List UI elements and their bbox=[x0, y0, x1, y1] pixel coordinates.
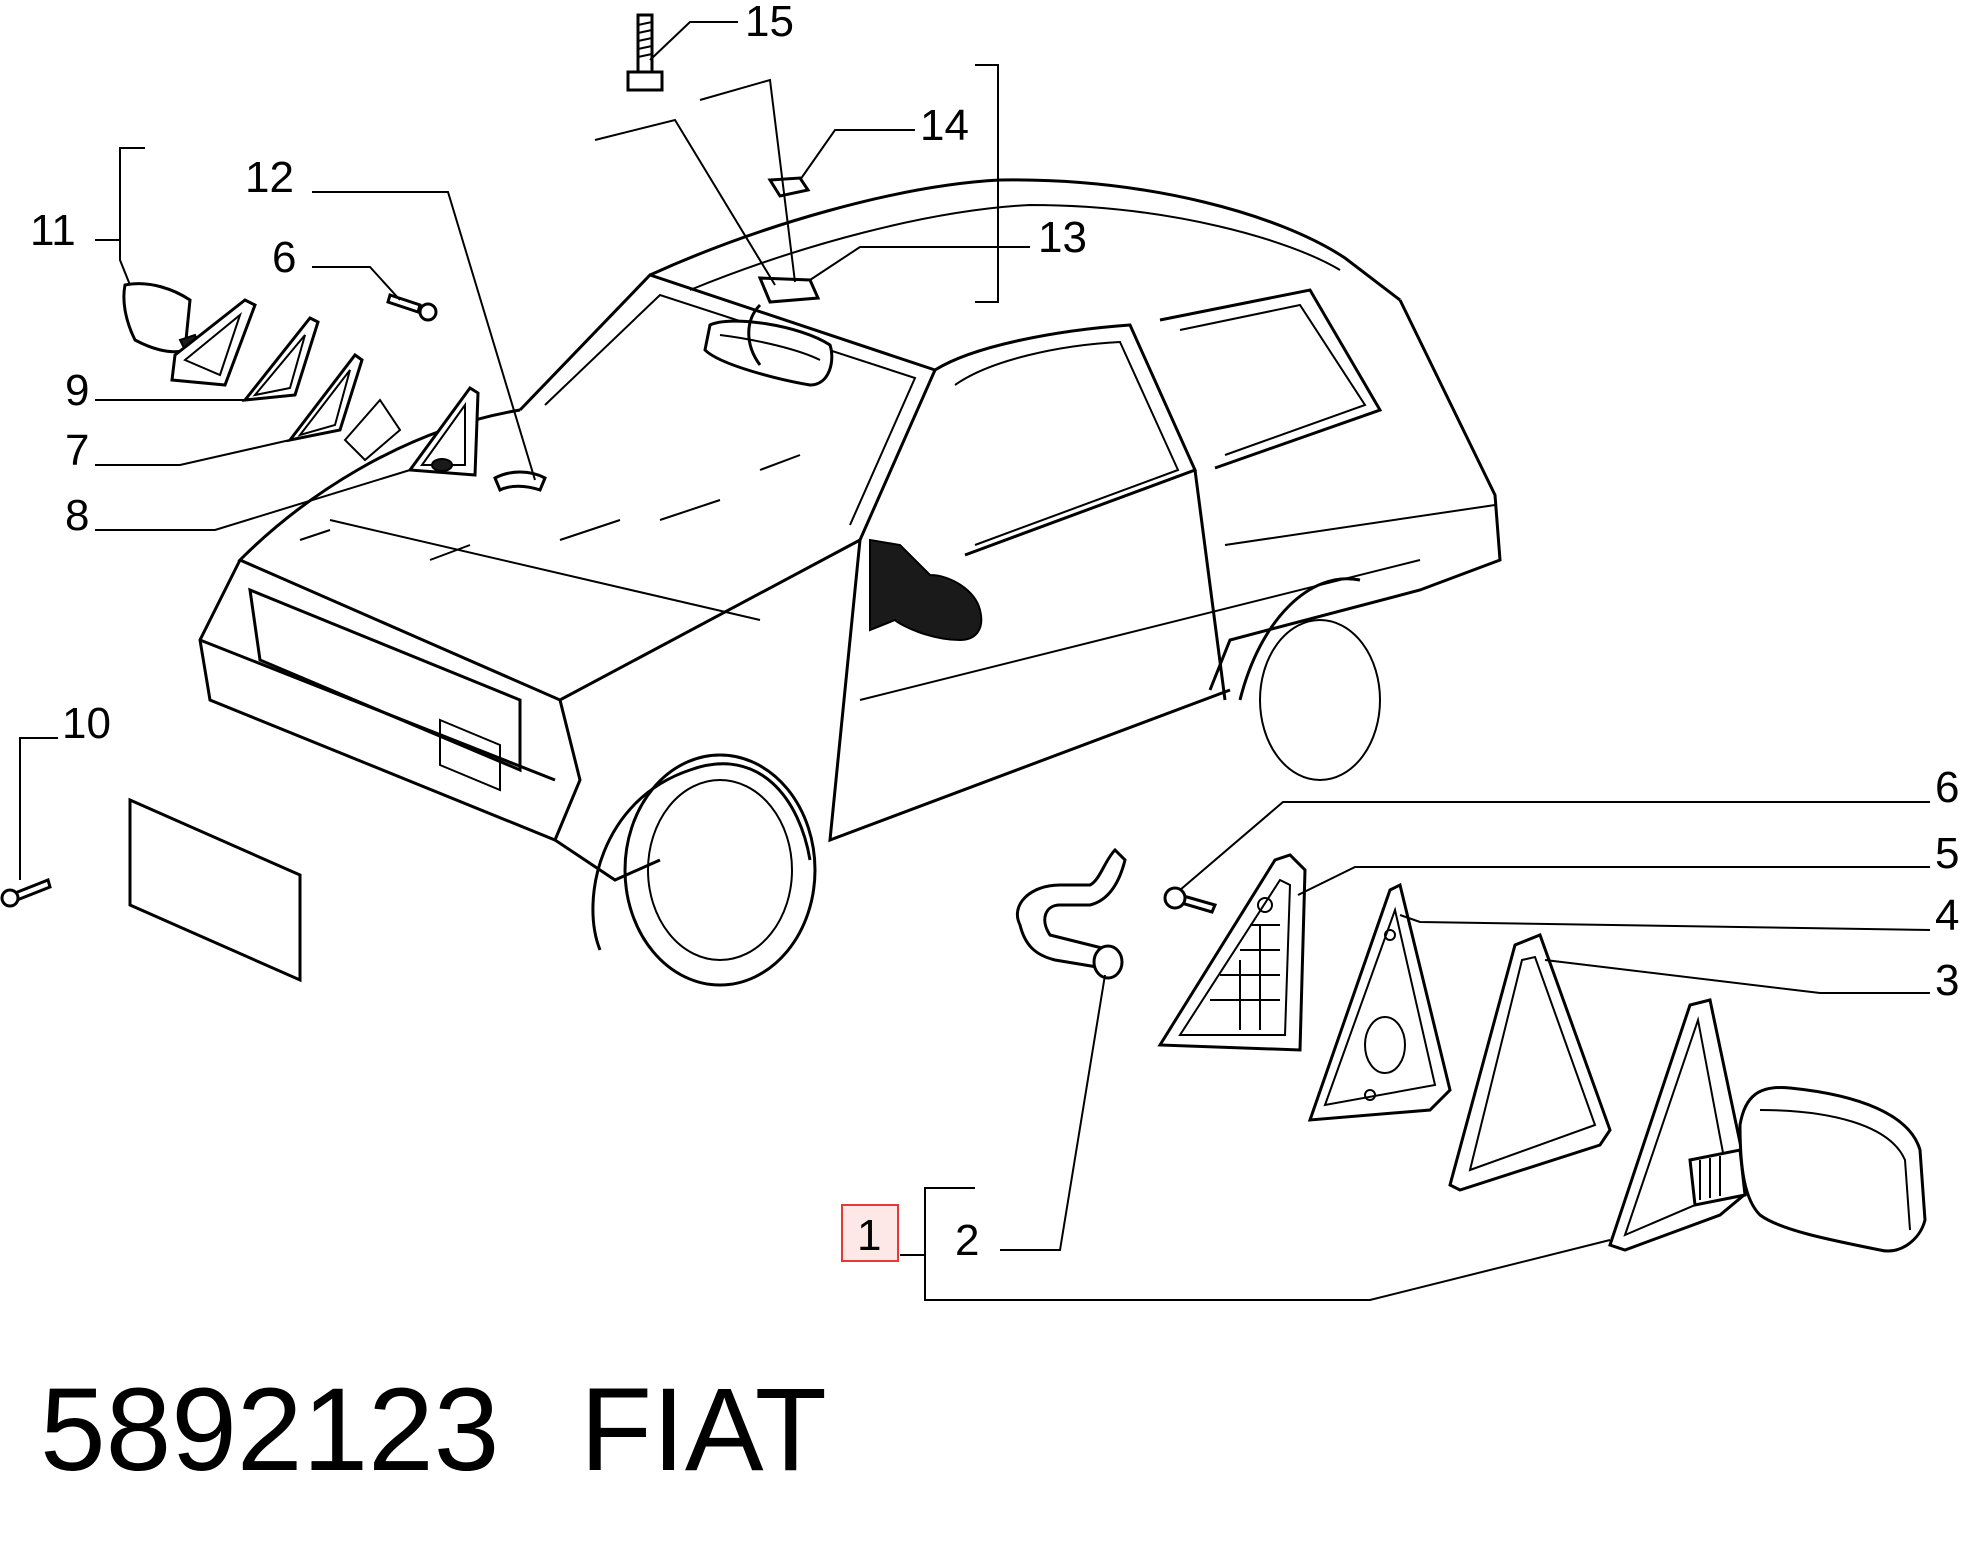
callout-5: 5 bbox=[1935, 829, 1959, 878]
callout-7: 7 bbox=[65, 426, 89, 475]
clip-12 bbox=[493, 470, 547, 493]
callout-3: 3 bbox=[1935, 956, 1959, 1005]
part-number: 5892123 bbox=[40, 1364, 499, 1496]
callout-10: 10 bbox=[62, 699, 111, 748]
clip-14 bbox=[767, 176, 811, 198]
screw-6-top bbox=[386, 293, 438, 322]
interior-mirror bbox=[703, 276, 834, 387]
callout-8: 8 bbox=[65, 491, 89, 540]
callout-1-highlight bbox=[841, 1204, 899, 1262]
callout-1: 1 bbox=[857, 1211, 881, 1260]
callout-13: 13 bbox=[1038, 213, 1087, 262]
callout-15: 15 bbox=[745, 0, 794, 46]
bolt-15 bbox=[626, 13, 664, 92]
callout-6-top: 6 bbox=[272, 233, 296, 282]
brand-name: FIAT bbox=[580, 1364, 827, 1496]
leader-lines bbox=[0, 21, 1931, 1301]
car-illustration bbox=[128, 178, 1502, 987]
callout-6-right: 6 bbox=[1935, 763, 1959, 812]
callout-9: 9 bbox=[65, 366, 89, 415]
callout-14: 14 bbox=[920, 101, 969, 150]
callout-11: 11 bbox=[30, 206, 76, 255]
small-mirror-group bbox=[122, 282, 480, 477]
callout-12: 12 bbox=[245, 153, 294, 202]
callout-2: 2 bbox=[955, 1216, 979, 1265]
exploded-mirror-assembly bbox=[1016, 847, 1927, 1253]
callout-4: 4 bbox=[1935, 891, 1959, 940]
